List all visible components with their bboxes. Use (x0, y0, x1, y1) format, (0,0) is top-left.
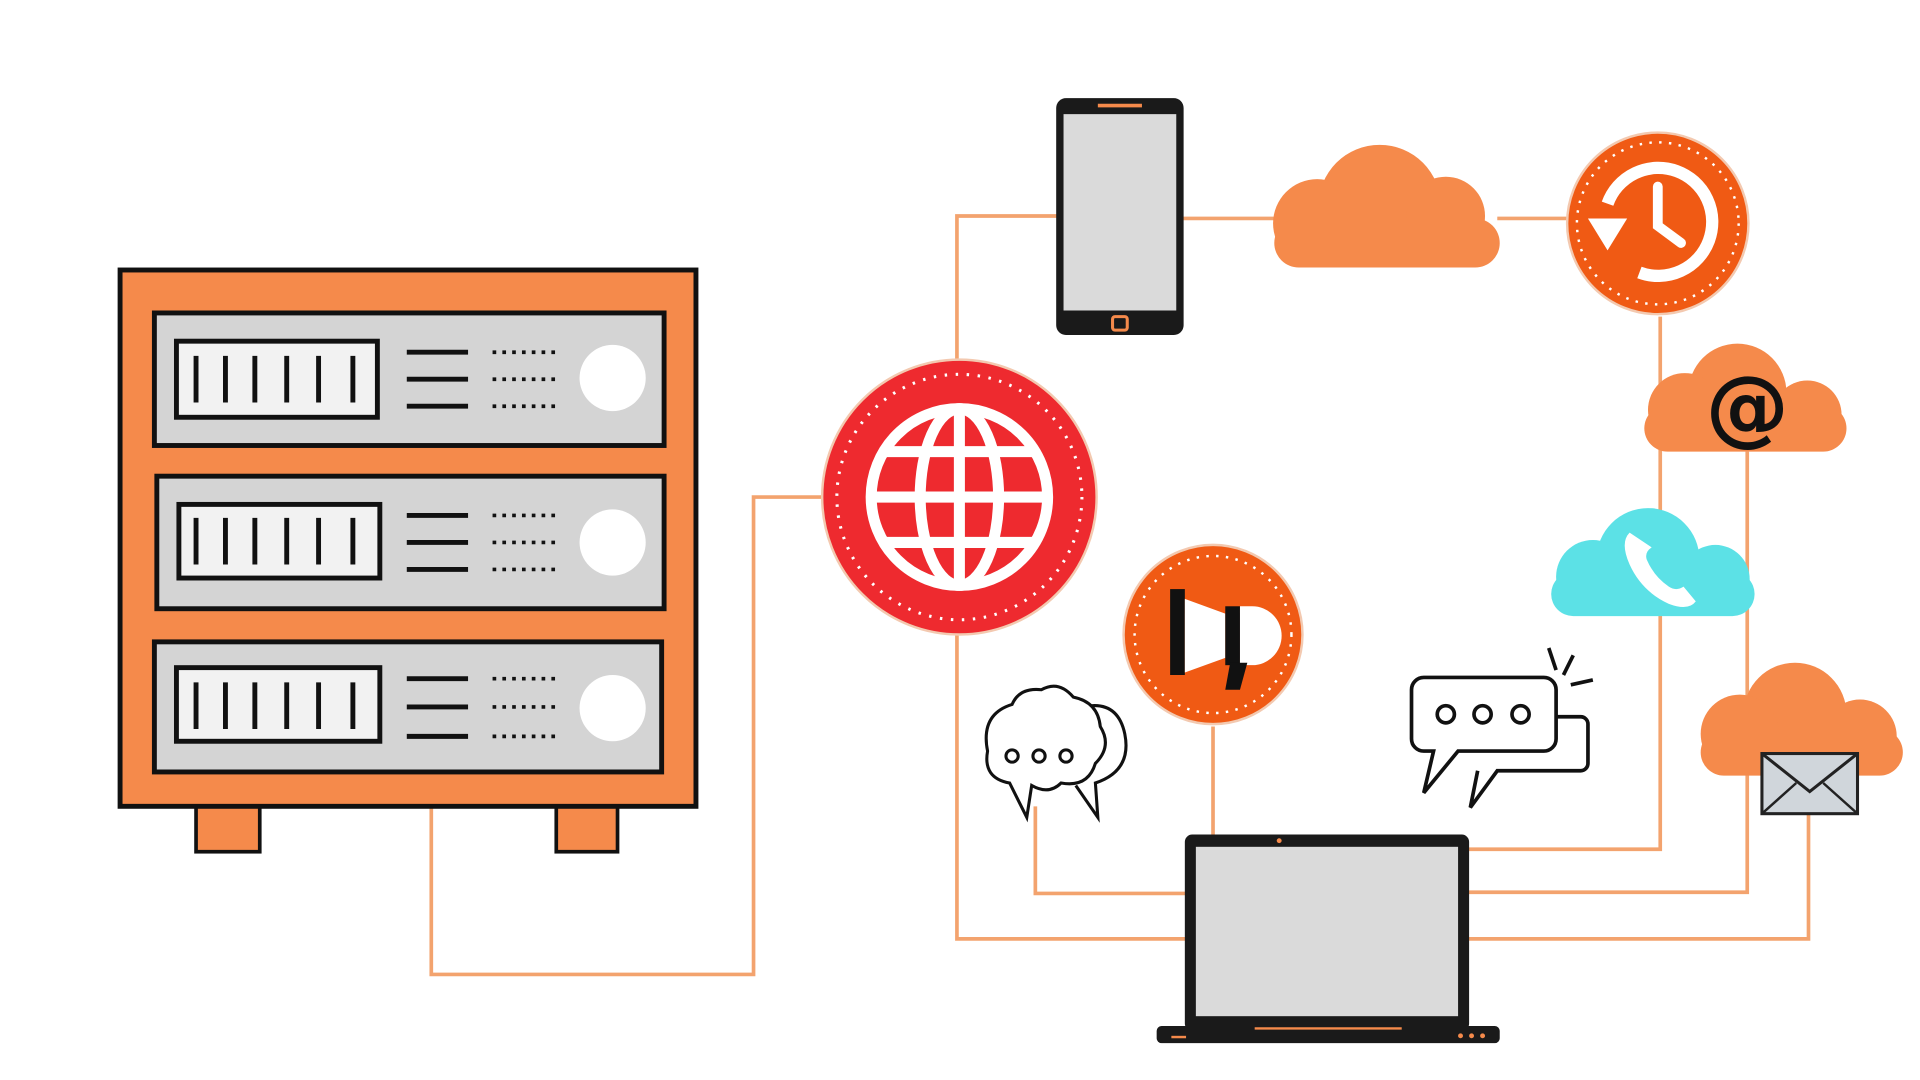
smartphone-icon (1056, 98, 1184, 336)
backup-clock-icon (1565, 131, 1750, 316)
at-sign-text: @ (1706, 359, 1789, 456)
connection-chat-laptop (1033, 806, 1189, 896)
server-rack-icon (117, 267, 699, 854)
connection-backup-laptop (1467, 316, 1663, 852)
server-unit-3 (151, 639, 665, 775)
connection-globe-phone (955, 214, 1058, 364)
chat-bubbles-icon (984, 684, 1128, 823)
at-sign-cloud-icon: @ (1644, 343, 1847, 456)
globe-icon (820, 358, 1098, 636)
connection-email-laptop (1467, 451, 1750, 895)
envelope-cloud-icon (1700, 662, 1903, 816)
cloud-icon (1273, 144, 1500, 268)
megaphone-icon (1122, 543, 1304, 726)
chat-bubbles-icon (1409, 647, 1594, 809)
phone-cloud-icon (1551, 508, 1755, 617)
connection-globe-laptop (955, 628, 1189, 941)
connection-server-globe (429, 495, 829, 977)
laptop-icon (1156, 834, 1500, 1044)
connection-mail-laptop (1467, 812, 1811, 941)
server-unit-1 (151, 310, 667, 448)
server-unit-2 (154, 473, 667, 612)
